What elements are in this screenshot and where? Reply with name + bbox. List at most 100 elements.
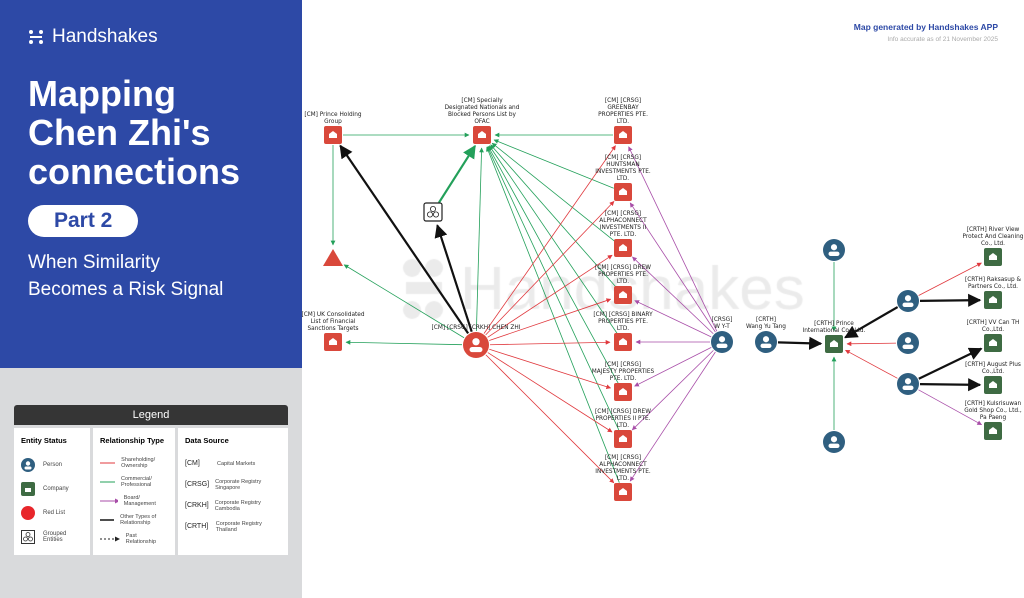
edge-other xyxy=(919,378,982,392)
node-label: [CM] [CRSG] [CRKH] CHEN ZHI xyxy=(432,325,521,331)
legend-relationship-item: Past Relationship xyxy=(100,529,168,548)
handshakes-logo-icon xyxy=(29,30,43,44)
node-pb[interactable] xyxy=(823,431,845,453)
edge-shareholding xyxy=(918,262,982,296)
legend-relationship-item: Shareholding/ Ownership xyxy=(100,453,168,472)
part-badge: Part 2 xyxy=(28,205,139,237)
edge-board xyxy=(629,202,716,333)
legend-label: Grouped Entities xyxy=(43,531,67,543)
edge-board xyxy=(632,256,714,335)
source-code: [CRKH] xyxy=(185,502,209,509)
edge-board xyxy=(918,389,983,426)
edge-other xyxy=(777,336,823,350)
node-label: [CRTH] Raksasup &Partners Co., Ltd. xyxy=(965,277,1022,290)
edge-commercial xyxy=(491,142,616,243)
node-tri[interactable] xyxy=(323,249,343,266)
legend-label: Commercial/ Professional xyxy=(121,475,152,488)
legend-label: Other Types of Relationship xyxy=(120,513,157,526)
edge-other xyxy=(339,144,470,335)
legend-label: Person xyxy=(43,462,63,468)
legend-label: Shareholding/ Ownership xyxy=(121,456,156,469)
legend: Legend Entity Status Person Company Red … xyxy=(14,405,288,555)
edge-commercial xyxy=(437,144,476,204)
legend-source-item: [CRKH]Corporate Registry Cambodia xyxy=(185,495,281,516)
edge-board xyxy=(628,146,718,332)
legend-label: Board/ Management xyxy=(123,494,156,507)
map-header: Map generated by Handshakes APP Info acc… xyxy=(854,22,998,43)
title-line: connections xyxy=(28,151,241,192)
node-wang[interactable]: [CRTH]Wang Yu Tang xyxy=(746,317,786,353)
edge-commercial xyxy=(487,146,620,431)
legend-heading: Relationship Type xyxy=(100,436,165,445)
edge-commercial xyxy=(343,264,465,339)
source-code: [CRTH] xyxy=(185,523,209,530)
legend-relationship-item: Commercial/ Professional xyxy=(100,472,168,491)
arrow-icon xyxy=(100,498,118,503)
node-wyt[interactable]: [CRSG]W Y-T xyxy=(711,317,733,353)
person-icon xyxy=(21,458,35,472)
page-title: Mapping Chen Zhi's connections xyxy=(28,74,274,191)
edge-commercial xyxy=(490,144,617,288)
edge-other xyxy=(434,224,473,333)
grouped-entities-icon xyxy=(21,530,35,544)
source-label: Corporate Registry Singapore xyxy=(215,478,262,491)
edge-commercial xyxy=(488,145,618,334)
edge-other xyxy=(919,293,982,307)
brand: Handshakes xyxy=(28,26,274,48)
node-pc[interactable] xyxy=(897,373,919,395)
node-raksasup[interactable]: [CRTH] Raksasup &Partners Co., Ltd. xyxy=(965,277,1022,309)
edge-shareholding xyxy=(483,145,616,334)
subtitle: When Similarity Becomes a Risk Signal xyxy=(28,249,274,303)
company-icon xyxy=(21,482,35,496)
arrow-icon xyxy=(100,460,116,465)
legend-relationship-item: Other Types of Relationship xyxy=(100,510,168,529)
edge-shareholding xyxy=(489,339,611,346)
arrow-icon xyxy=(100,518,115,521)
legend-label: Red List xyxy=(43,510,66,516)
legend-label: Past Relationship xyxy=(125,532,157,545)
red-list-icon xyxy=(21,506,35,520)
title-line: Chen Zhi's xyxy=(28,112,211,153)
source-code: [CRSG] xyxy=(185,481,210,488)
node-pt[interactable] xyxy=(823,239,845,261)
node-pm[interactable] xyxy=(897,332,919,354)
legend-relationship-type: Relationship Type Shareholding/ Ownershi… xyxy=(93,428,175,555)
node-grouped[interactable] xyxy=(423,202,443,222)
legend-title: Legend xyxy=(14,405,288,425)
node-label: [CRTH]Wang Yu Tang xyxy=(746,317,786,330)
source-code: [CM] xyxy=(185,460,200,467)
node-pa[interactable] xyxy=(897,290,919,312)
legend-source-item: [CM]Capital Markets xyxy=(185,453,281,474)
legend-label: Company xyxy=(43,486,69,492)
edge-commercial xyxy=(345,339,463,346)
intro-panel: Handshakes Mapping Chen Zhi's connection… xyxy=(0,0,302,368)
subtitle-line: Becomes a Risk Signal xyxy=(28,279,224,300)
node-chen[interactable]: [CM] [CRSG] [CRKH] CHEN ZHI xyxy=(432,325,521,358)
